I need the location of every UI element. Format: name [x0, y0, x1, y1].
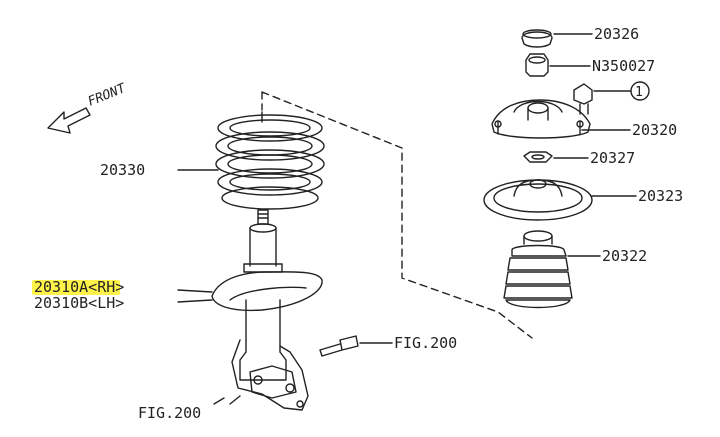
dust-cap [521, 29, 553, 48]
bump-stop-boot [503, 230, 573, 309]
label-seat: 20323 [638, 187, 683, 205]
label-boot: 20322 [602, 247, 647, 265]
label-cap: 20326 [594, 25, 639, 43]
label-fig-bolt: FIG.200 [394, 334, 457, 352]
front-arrow-icon [47, 107, 91, 134]
callout-number: 1 [635, 85, 643, 100]
label-strut-rh: 20310A<RH> [34, 278, 124, 296]
upper-spring-seat [483, 179, 593, 221]
upper-mount [491, 99, 591, 139]
label-nut: N350027 [592, 57, 655, 75]
washer [523, 151, 553, 163]
dashed-guide-line [261, 91, 533, 339]
label-fig-bottom: FIG.200 [138, 404, 201, 422]
label-strut-lh: 20310B<LH> [34, 294, 124, 312]
label-washer: 20327 [590, 149, 635, 167]
leader-lines [177, 33, 637, 405]
coil-spring [215, 111, 325, 210]
bolt-icon [319, 335, 359, 357]
label-spring: 20330 [100, 161, 145, 179]
label-mount: 20320 [632, 121, 677, 139]
highlight-marker [32, 280, 120, 295]
nut [525, 53, 549, 77]
strut-assembly [211, 209, 323, 411]
front-label: FRONT [86, 81, 129, 110]
